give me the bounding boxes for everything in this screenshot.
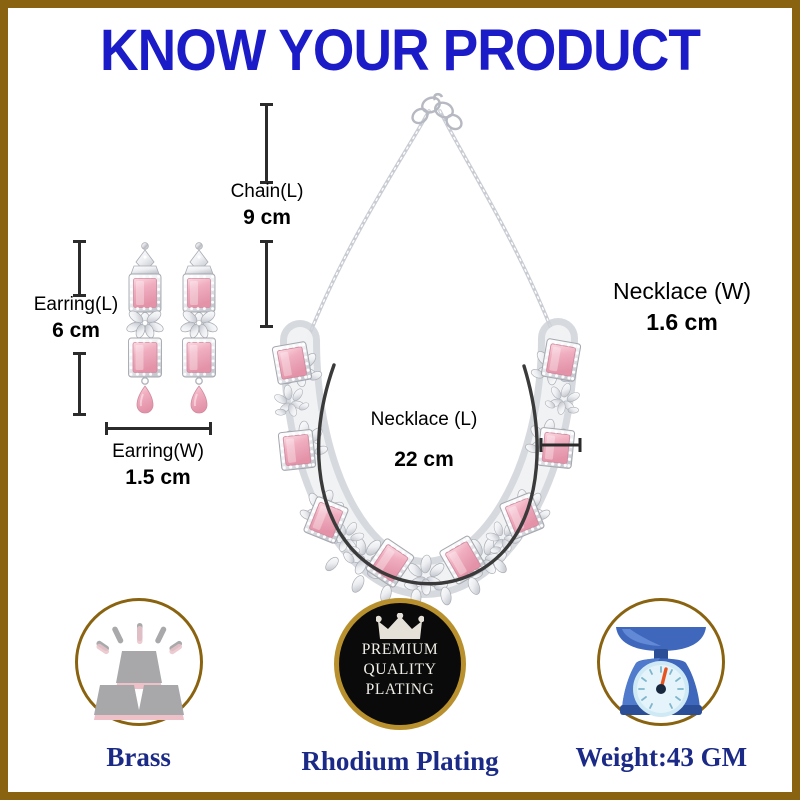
earring-width-name: Earring(W) xyxy=(112,441,204,462)
earring-right xyxy=(178,241,220,414)
plating-label: Rhodium Plating xyxy=(301,746,499,776)
necklace-width-value: 1.6 cm xyxy=(646,309,718,335)
necklace-width-marker xyxy=(539,438,582,452)
earring-length-rule-upper xyxy=(73,240,86,297)
chain-length-rule-lower xyxy=(260,240,273,328)
necklace-clasp xyxy=(411,92,463,131)
jewellery-illustration xyxy=(124,92,586,608)
crown-icon xyxy=(375,613,424,639)
earring-width-rule xyxy=(105,422,212,435)
chain-length-rule-upper xyxy=(260,103,273,184)
earring-width-value: 1.5 cm xyxy=(125,466,191,489)
seal-line-3: PLATING xyxy=(365,681,435,698)
necklace-width-label: Necklace (W) 1.6 cm xyxy=(584,276,780,338)
earring-width-label: Earring(W) 1.5 cm xyxy=(88,440,228,492)
chain-length-label: Chain(L) 9 cm xyxy=(203,180,331,232)
chain-length-value: 9 cm xyxy=(243,206,291,229)
feature-weight: Weight:43 GM xyxy=(549,598,774,773)
necklace-length-arc xyxy=(316,363,539,586)
material-badge xyxy=(74,598,203,726)
necklace-length-value: 22 cm xyxy=(394,448,454,471)
infographic-canvas: KNOW YOUR PRODUCT xyxy=(8,8,792,792)
feature-badges: Brass PREMIUM QUALITY PLATING xyxy=(8,598,792,792)
earring-length-rule-lower xyxy=(73,352,86,416)
seal-line-2: QUALITY xyxy=(363,661,437,678)
page-title: KNOW YOUR PRODUCT xyxy=(100,18,701,83)
plating-badge: PREMIUM QUALITY PLATING xyxy=(333,598,466,730)
gold-bars-icon xyxy=(93,623,184,720)
feature-plating: PREMIUM QUALITY PLATING Rhodium Plating xyxy=(287,598,512,777)
weight-badge xyxy=(597,598,726,726)
necklace-length-name: Necklace (L) xyxy=(370,409,478,430)
necklace-width-name: Necklace (W) xyxy=(612,278,751,304)
material-label: Brass xyxy=(106,742,171,772)
necklace-body xyxy=(268,318,586,608)
plating-seal-text: PREMIUM QUALITY PLATING xyxy=(339,640,461,700)
necklace-chain xyxy=(306,109,555,340)
feature-material: Brass xyxy=(26,598,251,773)
earring-length-name: Earring(L) xyxy=(33,294,119,315)
earring-length-value: 6 cm xyxy=(52,319,100,342)
weight-label: Weight:43 GM xyxy=(575,742,748,772)
chain-length-name: Chain(L) xyxy=(230,181,304,202)
weighing-scale-icon xyxy=(616,627,707,717)
seal-line-1: PREMIUM xyxy=(361,641,439,658)
earring-length-label: Earring(L) 6 cm xyxy=(16,293,136,345)
necklace-length-label: Necklace (L) 22 cm xyxy=(338,408,510,474)
